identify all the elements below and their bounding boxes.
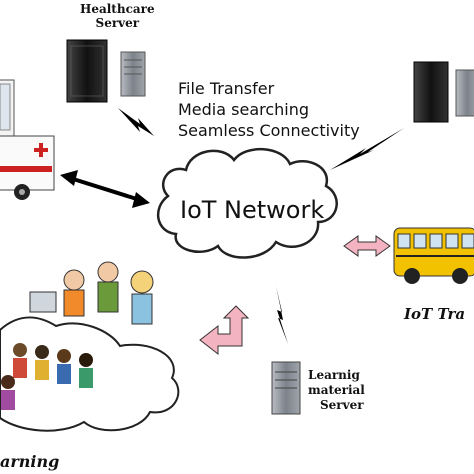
bent-arrow-icon — [199, 305, 250, 356]
healthcare-server-icon — [66, 39, 146, 103]
lightning-bolt-icon — [276, 286, 288, 344]
server-label-line: Server — [95, 16, 140, 30]
healthcare-label-line: Healthcare — [80, 2, 155, 16]
lightning-bolt-icon — [118, 108, 154, 136]
students-group-icon — [0, 261, 180, 432]
learning-label: arning — [0, 452, 60, 471]
lightning-bolt-icon — [330, 128, 404, 170]
learning-server-label: Learnig material Server — [308, 368, 365, 413]
service-media-searching: Media searching — [178, 100, 310, 119]
school-bus-icon — [393, 227, 474, 284]
service-seamless-connectivity: Seamless Connectivity — [178, 121, 360, 140]
double-arrow-icon — [343, 235, 391, 257]
material-label-line: material — [308, 383, 365, 397]
ambulance-icon — [0, 79, 55, 200]
service-file-transfer: File Transfer — [178, 79, 275, 98]
learning-server-icon — [271, 361, 301, 415]
iot-transport-label: IoT Tra — [404, 305, 466, 323]
server-tower-icon — [413, 61, 474, 123]
server-label-line: Server — [320, 398, 364, 412]
services-list: File Transfer Media searching Seamless C… — [178, 78, 360, 141]
double-arrow-icon — [60, 170, 150, 208]
iot-network-label: IoT Network — [180, 196, 325, 224]
learnig-label-line: Learnig — [308, 368, 360, 382]
healthcare-server-label: Healthcare Server — [80, 2, 155, 30]
cloud-icon — [156, 147, 338, 259]
